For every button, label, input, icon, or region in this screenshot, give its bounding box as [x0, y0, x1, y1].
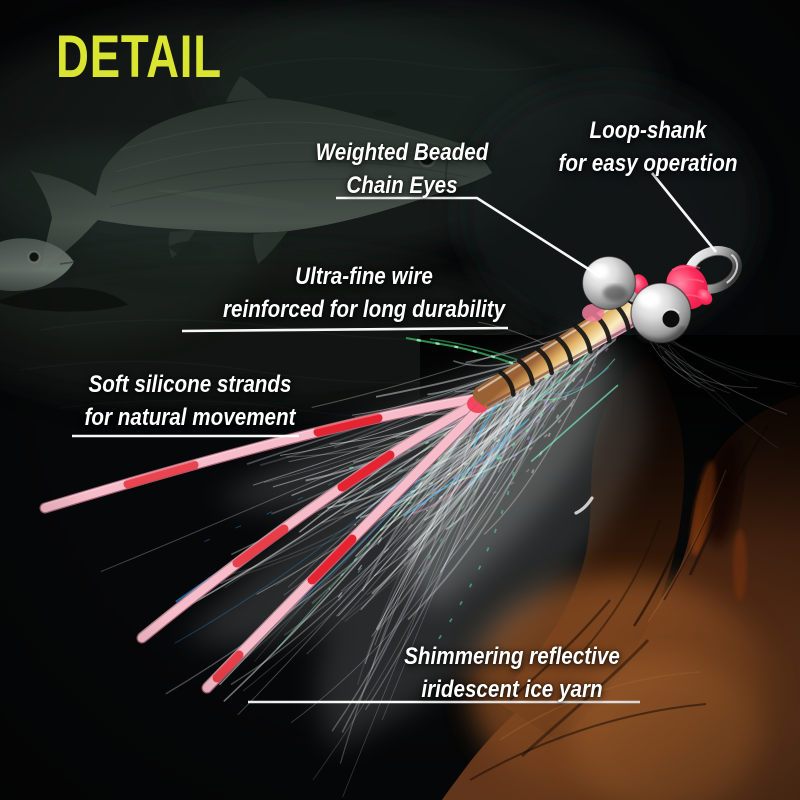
label-line: Loop-shank	[589, 117, 707, 144]
label-line: Shimmering reflective	[404, 643, 620, 670]
label-fine-wire: Ultra-fine wire reinforced for long dura…	[223, 260, 505, 326]
label-line: Soft silicone strands	[88, 371, 292, 398]
label-line: iridescent ice yarn	[421, 676, 603, 703]
label-line: for natural movement	[84, 404, 296, 431]
label-line: Chain Eyes	[346, 172, 458, 199]
detail-title: DETAIL	[56, 23, 222, 90]
label-ice-yarn: Shimmering reflective iridescent ice yar…	[404, 640, 620, 706]
label-loop-shank: Loop-shank for easy operation	[559, 114, 738, 180]
label-line: for easy operation	[558, 150, 738, 177]
label-line: Weighted Beaded	[315, 139, 489, 166]
label-beaded-chain-eyes: Weighted Beaded Chain Eyes	[316, 136, 489, 202]
label-line: reinforced for long durability	[222, 296, 506, 323]
label-line: Ultra-fine wire	[295, 263, 433, 290]
label-silicone-strands: Soft silicone strands for natural moveme…	[84, 368, 295, 434]
